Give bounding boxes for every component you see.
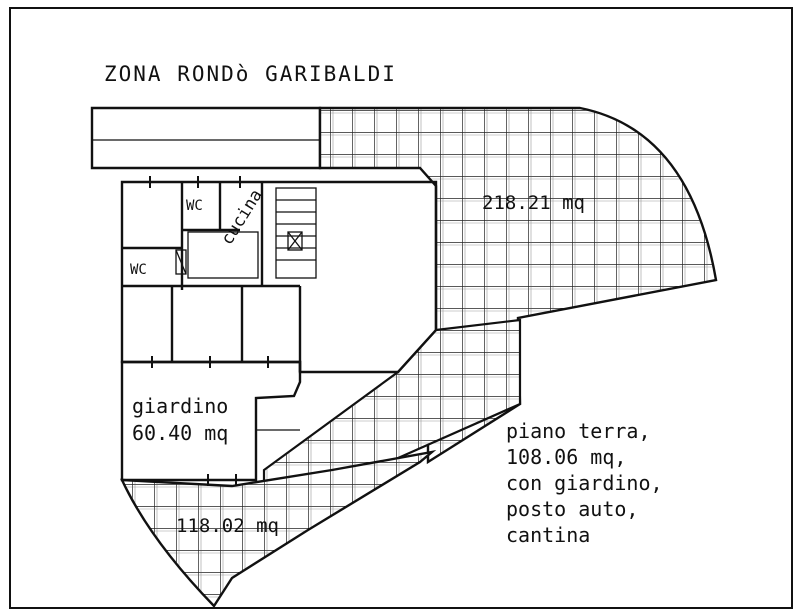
terrace-top-area-label: 218.21 mq — [482, 192, 585, 214]
room-label-wc-upper: WC — [186, 198, 203, 214]
desc-line-2: 108.06 mq, — [506, 445, 626, 469]
room-label-kitchen: cucina — [217, 186, 267, 249]
plan-title: ZONA RONDò GARIBALDI — [104, 62, 397, 86]
desc-line-3: con giardino, — [506, 471, 663, 495]
terrace-bottom-shape — [120, 450, 437, 608]
drawing-frame — [9, 7, 793, 609]
interior-walls — [122, 182, 317, 372]
desc-line-4: posto auto, — [506, 497, 638, 521]
desc-line-1: piano terra, — [506, 419, 651, 443]
top-strip — [90, 106, 322, 170]
terrace-bottom-area-label: 118.02 mq — [176, 515, 279, 537]
garden-area-label: 60.40 mq — [132, 421, 228, 445]
desc-line-5: cantina — [506, 523, 590, 547]
garden-area — [120, 360, 302, 482]
garden-name-label: giardino — [132, 394, 228, 418]
window-markers — [144, 176, 274, 486]
room-label-wc-lower: WC — [130, 262, 147, 278]
house-outline — [120, 180, 438, 374]
